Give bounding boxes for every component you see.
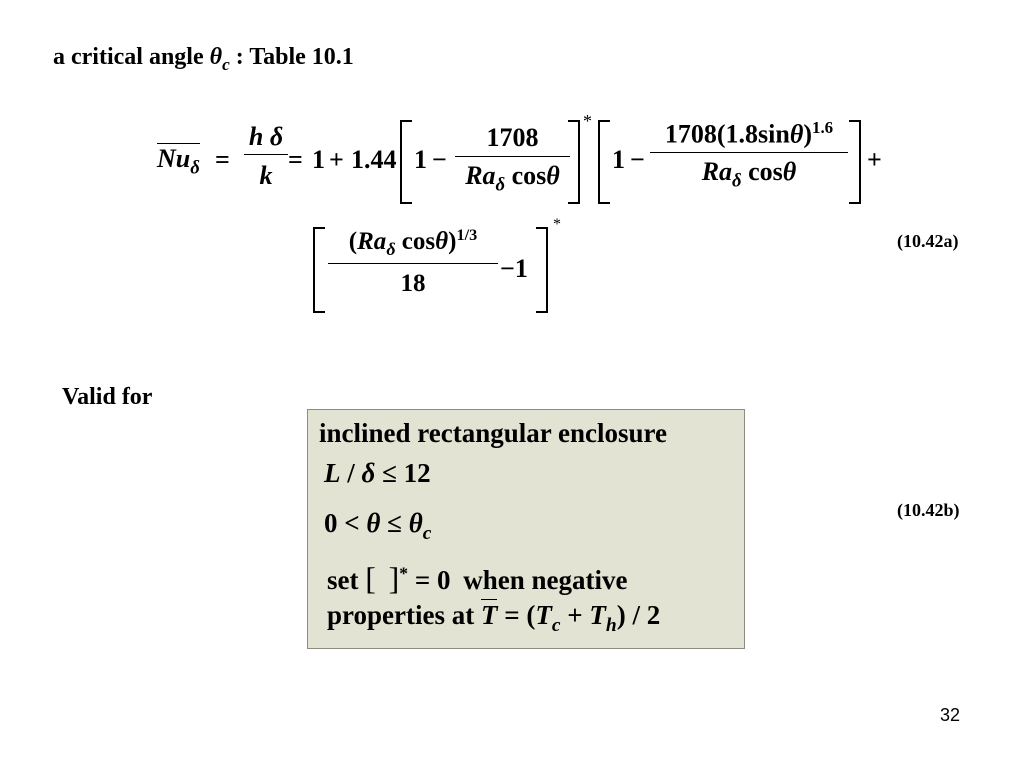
condition-line-2: L / δ ≤ 12 (324, 458, 431, 488)
plus-sign: + (329, 145, 344, 174)
star-1: * (583, 111, 592, 131)
page-number: 32 (940, 705, 961, 725)
fraction-h-delta: h δ k (244, 122, 288, 191)
bracket-left-2 (598, 120, 610, 204)
fraction-ra-cube-root: (Raδ cosθ)1/3 18 (328, 226, 498, 298)
minus-sign-2: − (630, 145, 645, 174)
one: 1 (312, 145, 325, 174)
minus-sign: − (432, 145, 447, 174)
equation-number-b: (10.42b) (897, 500, 960, 520)
condition-line-1: inclined rectangular enclosure (319, 418, 667, 448)
condition-line-5: properties at T = (Tc + Th) / 2 (327, 599, 661, 636)
one-inside-2: 1 (612, 145, 625, 174)
nu-symbol: Nuδ (157, 143, 200, 184)
minus-one: −1 (500, 254, 528, 283)
theta-subscript: c (222, 55, 230, 75)
equals-sign: = (215, 145, 230, 174)
coefficient: 1.44 (351, 145, 397, 174)
fraction-1708: 1708 Raδ cosθ (455, 123, 570, 197)
one-inside: 1 (414, 145, 427, 174)
conditions-box: inclined rectangular enclosure L / δ ≤ 1… (307, 409, 745, 649)
bracket-left-3 (313, 227, 325, 313)
bracket-right-1 (568, 120, 580, 204)
condition-line-3: 0 < θ ≤ θc (324, 508, 432, 544)
title-suffix: : Table 10.1 (235, 44, 354, 70)
bracket-left-1 (400, 120, 412, 204)
theta-symbol: θ (209, 44, 223, 70)
condition-line-4: set [ ]* = 0 when negative (327, 560, 628, 596)
plus-sign-2: + (867, 145, 882, 174)
title-prefix: a critical angle (53, 44, 204, 70)
equation-number-a: (10.42a) (897, 231, 959, 251)
valid-for-label: Valid for (62, 384, 153, 410)
fraction-1708-sin: 1708(1.8sinθ)1.6 Raδ cosθ (650, 118, 848, 193)
bracket-right-3 (536, 227, 548, 313)
bracket-right-2 (849, 120, 861, 204)
slide-title: a critical angle θc : Table 10.1 (53, 44, 354, 75)
equals-sign-2: = (288, 145, 303, 174)
star-2: * (553, 216, 561, 233)
